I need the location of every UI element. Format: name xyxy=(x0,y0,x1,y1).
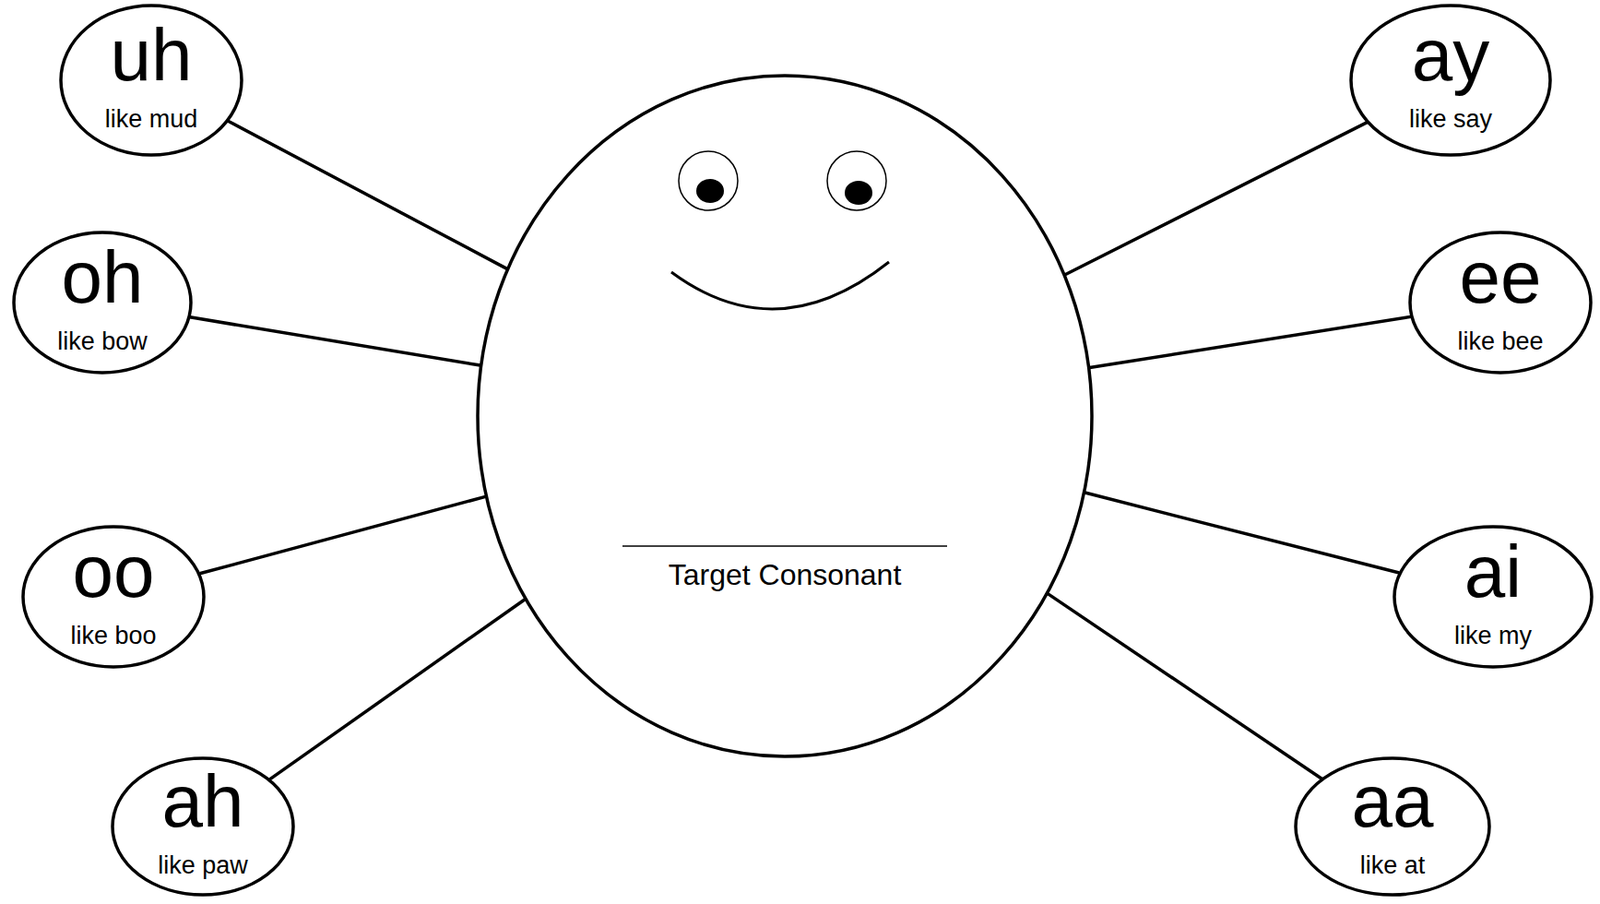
vowel-sound: uh xyxy=(59,18,244,93)
vowel-bubble: ai like my xyxy=(1392,524,1594,669)
vowel-sound: ay xyxy=(1349,18,1553,93)
vowel-bubble: oh like bow xyxy=(11,230,193,375)
right-pupil xyxy=(844,180,873,205)
vowel-sound: oo xyxy=(21,534,206,609)
spoke-line xyxy=(227,120,507,269)
example-word: like say xyxy=(1349,105,1553,133)
example-word: like bee xyxy=(1408,327,1593,356)
vowel-sound: ee xyxy=(1408,240,1593,315)
vowel-bubble: aa like at xyxy=(1293,756,1492,897)
example-word: like paw xyxy=(110,851,296,879)
spoke-line xyxy=(1090,316,1411,368)
vowel-bubble: oo like boo xyxy=(21,524,206,669)
smile xyxy=(671,261,889,309)
right-eye xyxy=(827,151,887,211)
example-word: like boo xyxy=(21,621,206,650)
vowel-bubble: uh like mud xyxy=(59,3,244,157)
answer-blank-line xyxy=(622,545,948,547)
vowel-sound: aa xyxy=(1293,764,1492,839)
spoke-line xyxy=(189,317,481,366)
spoke-line xyxy=(1065,122,1367,275)
ellipse-border xyxy=(477,75,1092,757)
face-circle: Target Consonant xyxy=(475,73,1094,759)
spoke-line xyxy=(1047,593,1322,780)
example-word: like bow xyxy=(11,327,193,356)
spoke-line xyxy=(200,496,486,573)
example-word: like mud xyxy=(59,105,244,133)
example-word: like my xyxy=(1392,621,1594,650)
face-outline xyxy=(475,73,1094,759)
example-word: like at xyxy=(1293,851,1492,879)
vowel-sound: ai xyxy=(1392,534,1594,609)
left-eye xyxy=(678,151,738,211)
vowel-sound: ah xyxy=(110,764,296,839)
vowel-bubble: ay like say xyxy=(1349,3,1553,157)
left-pupil xyxy=(696,178,724,203)
vowel-bubble: ee like bee xyxy=(1408,230,1593,375)
vowel-sound: oh xyxy=(11,240,193,315)
vowel-bubble: ah like paw xyxy=(110,756,296,897)
spoke-line xyxy=(1084,492,1399,573)
spoke-line xyxy=(269,599,525,780)
target-label: Target Consonant xyxy=(475,559,1094,590)
